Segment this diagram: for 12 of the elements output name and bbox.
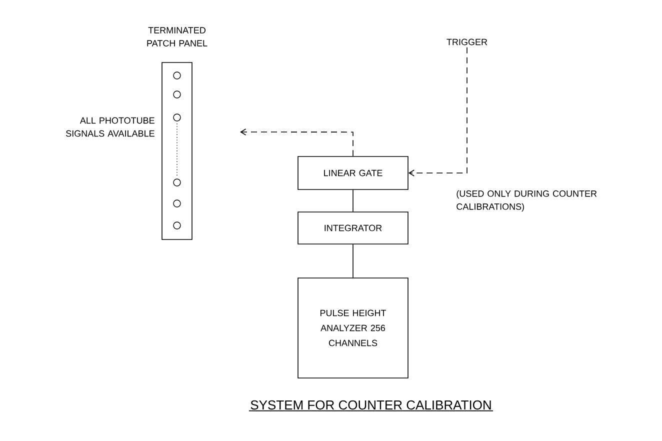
note: (USED ONLY DURING COUNTER CALIBRATIONS) — [456, 190, 597, 212]
title: SYSTEM FOR COUNTER CALIBRATION — [248, 400, 494, 412]
panel-heading: TERMINATED PATCH PANEL — [147, 27, 208, 46]
arrow — [240, 128, 354, 156]
signal-label: TRIGGER — [446, 38, 488, 46]
side-note: ALL PHOTOTUBE SIGNALS AVAILABLE — [66, 117, 154, 137]
process-box: PULSE HEIGHT ANALYZER 256 CHANNELS — [298, 278, 408, 378]
process-box: INTEGRATOR — [298, 212, 408, 244]
process-box: LINEAR GATE — [298, 156, 408, 190]
arrow — [408, 46, 468, 176]
connector-line — [352, 190, 354, 212]
connector-line — [352, 244, 354, 278]
